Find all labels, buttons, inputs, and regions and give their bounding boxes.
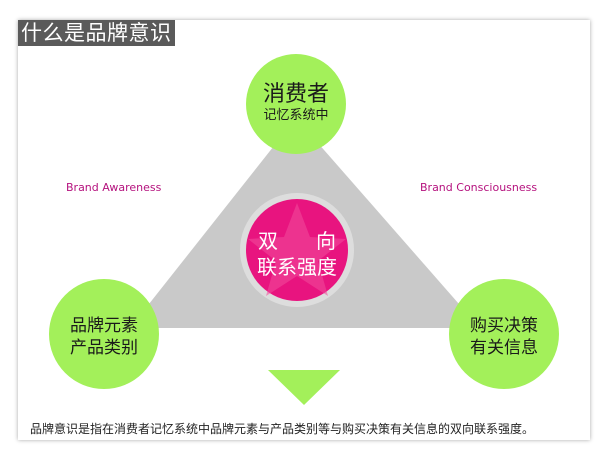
label-brand-awareness: Brand Awareness <box>66 181 162 194</box>
node-left-circle <box>49 279 159 389</box>
center-line1: 双 向 <box>252 228 342 254</box>
node-right-line1: 购买决策 <box>470 316 538 336</box>
node-top-text: 消费者 记忆系统中 <box>246 82 346 124</box>
node-top-line2: 记忆系统中 <box>263 108 329 123</box>
label-brand-consciousness: Brand Consciousness <box>420 181 538 194</box>
center-line1-a: 双 <box>258 229 278 253</box>
node-right-text: 购买决策 有关信息 <box>449 315 559 359</box>
node-left-line2: 产品类别 <box>70 338 138 358</box>
node-left-line1: 品牌元素 <box>70 316 138 336</box>
node-top-line1: 消费者 <box>262 82 329 107</box>
node-left-text: 品牌元素 产品类别 <box>49 315 159 359</box>
page-title: 什么是品牌意识 <box>18 20 175 46</box>
node-top-circle <box>246 54 346 154</box>
star-icon <box>248 203 346 296</box>
center-line2: 联系强度 <box>257 255 337 279</box>
node-right-line2: 有关信息 <box>470 338 538 358</box>
center-line1-b: 向 <box>316 229 336 253</box>
node-right-circle <box>449 279 559 389</box>
center-text: 双 向 联系强度 <box>252 228 342 280</box>
down-arrow-icon <box>268 370 340 405</box>
caption: 品牌意识是指在消费者记忆系统中品牌元素与产品类别等与购买决策有关信息的双向联系强… <box>30 422 535 436</box>
